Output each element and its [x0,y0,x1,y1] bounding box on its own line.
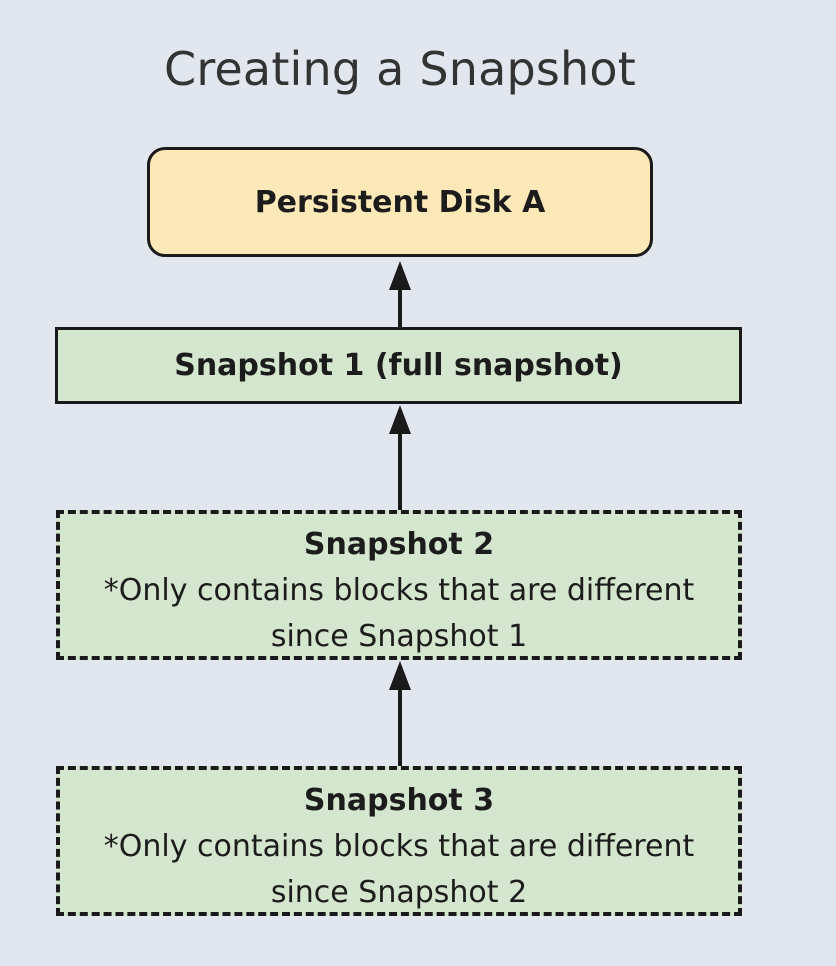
snapshot-1-label: Snapshot 1 (full snapshot) [174,348,623,383]
snapshot-2-label: Snapshot 2 [303,527,495,562]
snapshot-3-node: Snapshot 3 *Only contains blocks that ar… [56,766,742,916]
persistent-disk-node: Persistent Disk A [147,147,653,257]
snapshot-3-label: Snapshot 3 [303,783,495,818]
snapshot-2-note-line-1: *Only contains blocks that are different [103,573,695,608]
snapshot-2-node: Snapshot 2 *Only contains blocks that ar… [56,510,742,660]
diagram-title: Creating a Snapshot [164,42,636,96]
snapshot-2-note-line-2: since Snapshot 1 [270,619,528,654]
snapshot-3-note-line-1: *Only contains blocks that are different [103,829,695,864]
persistent-disk-label: Persistent Disk A [254,184,546,220]
snapshot-1-node: Snapshot 1 (full snapshot) [55,327,742,404]
arrow-snapshot2-to-snapshot1-head [389,405,411,434]
snapshot-3-note-line-2: since Snapshot 2 [270,875,528,910]
arrow-snapshot1-to-disk-head [389,261,411,290]
arrow-snapshot3-to-snapshot2-head [389,661,411,690]
